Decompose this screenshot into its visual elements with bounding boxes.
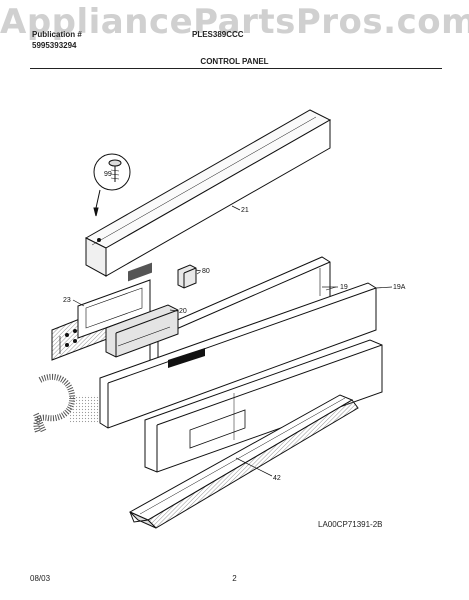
- front-panel-part: [99, 282, 377, 429]
- callout-back-panel: 19: [340, 284, 348, 291]
- diagram-code: LA00CP71391-2B: [318, 520, 383, 529]
- glass-frame-part: [144, 339, 383, 473]
- top-trim-part: [84, 109, 332, 277]
- callout-front-panel: 19A: [393, 284, 406, 291]
- callout-bottom-trim: 42: [273, 475, 281, 482]
- section-title: CONTROL PANEL: [200, 57, 269, 66]
- footer-date: 08/03: [30, 574, 51, 583]
- model-number: PLES389CCC: [192, 30, 244, 39]
- callout-insulation: 23: [63, 297, 71, 304]
- screw-part: [93, 153, 131, 217]
- callout-top-trim: 21: [241, 207, 249, 214]
- control-board-part: [105, 262, 179, 358]
- callout-control-board: 20: [179, 308, 187, 315]
- bottom-trim-part: [128, 394, 359, 529]
- footer-page-number: 2: [232, 574, 237, 583]
- leader-lines: [72, 205, 393, 477]
- publication-label: Publication #: [32, 30, 82, 39]
- callout-bracket: 80: [202, 268, 210, 275]
- wire-harness-part: [33, 373, 110, 434]
- callout-screw: 99: [104, 171, 112, 178]
- bracket-part: [177, 264, 201, 289]
- publication-number: 5995393294: [32, 41, 77, 50]
- header-rule: [30, 68, 442, 69]
